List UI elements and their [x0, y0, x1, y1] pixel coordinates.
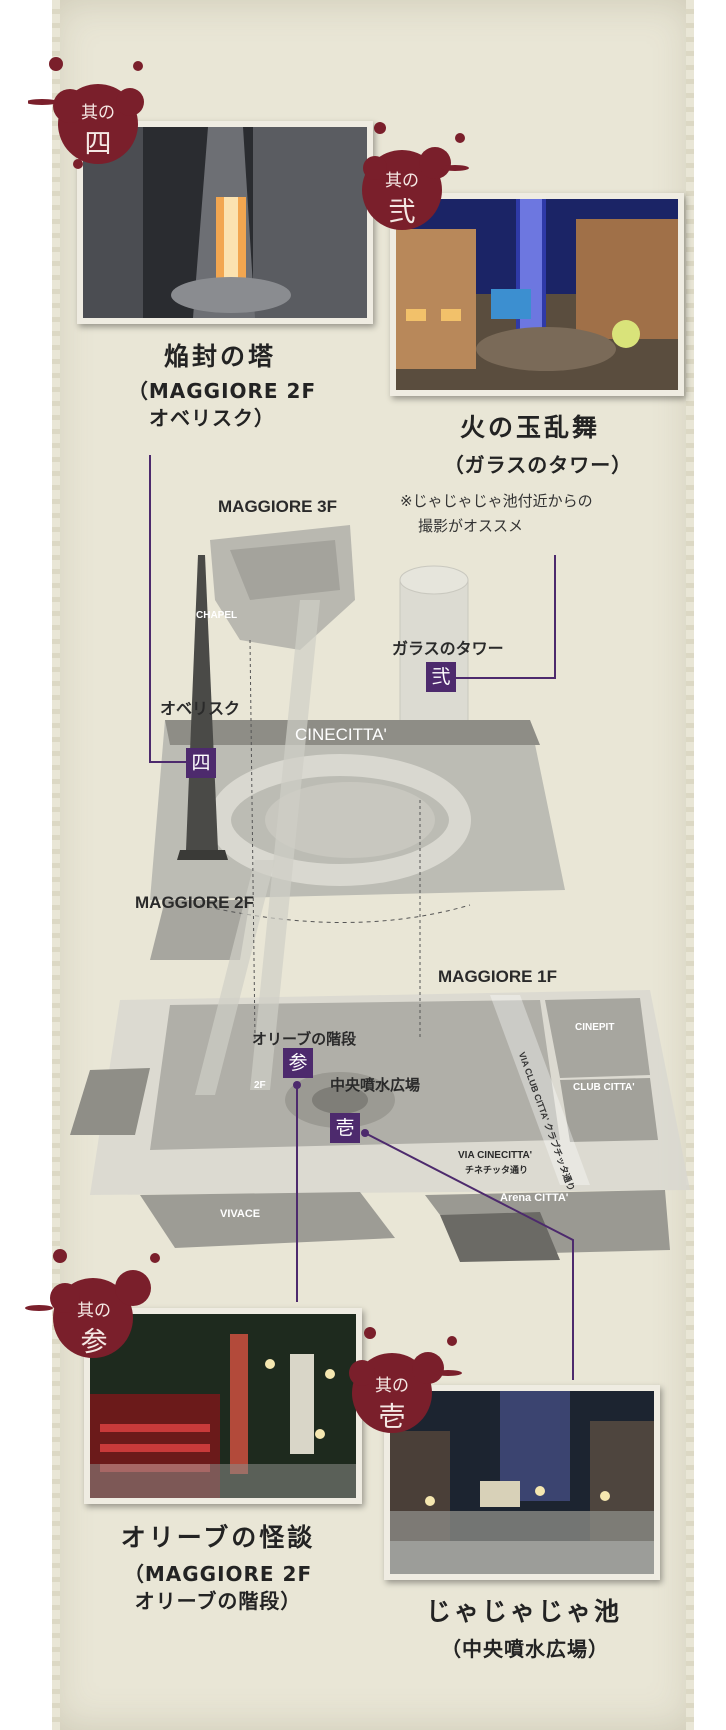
fountain-pond-image: [390, 1391, 654, 1574]
vertical-guide-1: [249, 639, 256, 1041]
2f-wing: [150, 900, 250, 960]
map-label-obelisk: オベリスク: [160, 701, 241, 718]
obelisk-flame-image: [83, 127, 367, 318]
title-two: 火の玉乱舞: [459, 413, 600, 442]
badge-one: 其の 壱: [352, 1355, 432, 1435]
leader-dot-one: [361, 1129, 369, 1137]
label-maggiore-1f: MAGGIORE 1F: [438, 967, 558, 986]
blood-splat-three: [25, 1249, 160, 1358]
sub-two-1: （ガラスのタワー）: [443, 453, 633, 477]
badge-four-num: 四: [84, 129, 112, 160]
title-three: オリーブの怪談: [120, 1523, 316, 1552]
olive-stairs-image: [90, 1314, 356, 1498]
badge-four-top: 其の: [81, 103, 115, 123]
sub-four-1: （MAGGIORE 2F: [127, 379, 317, 403]
label-arena-citta: Arena CITTA': [500, 1192, 569, 1204]
club-citta-block: [560, 1078, 658, 1142]
label-2f: 2F: [254, 1080, 266, 1091]
map-marker-two[interactable]: 弐: [426, 662, 456, 692]
badge-three-top: 其の: [77, 1301, 111, 1321]
photo-glass-tower[interactable]: [390, 193, 684, 396]
escalator-2: [195, 860, 275, 1095]
2f-outline: [199, 904, 471, 923]
cinepit-block: [545, 998, 650, 1078]
note-two-2: 撮影がオススメ: [418, 517, 524, 535]
sub-four-2: オベリスク）: [149, 406, 275, 430]
label-maggiore-2f: MAGGIORE 2F: [135, 893, 255, 912]
blood-splat-two: [362, 122, 469, 230]
photo-olive-stairs[interactable]: [84, 1308, 362, 1504]
title-four: 焔封の塔: [163, 342, 276, 371]
left-block: [70, 1068, 150, 1135]
note-two-1: ※じゃじゃじゃ池付近からの: [400, 492, 593, 510]
paper-edge-right: [686, 0, 694, 1730]
sub-three-1: （MAGGIORE 2F: [123, 1562, 313, 1586]
badge-three: 其の 参: [54, 1280, 134, 1360]
leader-dot-three: [293, 1081, 301, 1089]
badge-four: 其の 四: [58, 82, 138, 162]
label-via-cinecitta-jp: チネチッタ通り: [465, 1165, 529, 1175]
label-club-citta: CLUB CITTA': [573, 1082, 635, 1093]
map-marker-one[interactable]: 壱: [330, 1113, 360, 1143]
blood-splat-four: [28, 57, 144, 169]
sub-one-1: （中央噴水広場）: [441, 1637, 609, 1661]
glass-tower-image: [396, 199, 678, 390]
badge-two-top: 其の: [385, 171, 419, 191]
label-vivace: VIVACE: [220, 1208, 261, 1220]
2f-ring-walkway: [209, 754, 471, 886]
label-cinecitta: CINECITTA': [295, 725, 387, 744]
map-marker-four[interactable]: 四: [186, 748, 216, 778]
title-one: じゃじゃじゃ池: [425, 1597, 622, 1626]
leader-line-one: [364, 1132, 574, 1380]
label-cinepit: CINEPIT: [575, 1022, 615, 1033]
glass-tower-top: [399, 565, 469, 595]
photo-obelisk-flame[interactable]: [77, 121, 373, 324]
map-label-glass-tower: ガラスのタワー: [392, 641, 504, 658]
obelisk-base: [177, 850, 228, 860]
2f-atrium: [265, 782, 435, 858]
leader-line-four: [149, 455, 186, 763]
vivace-block: [140, 1192, 395, 1248]
leader-line-two: [456, 555, 556, 679]
badge-two: 其の 弐: [362, 150, 442, 230]
maggiore-3f-roof: [230, 540, 340, 600]
fountain: [312, 1086, 368, 1114]
sub-three-2: オリーブの階段）: [134, 1589, 302, 1613]
badge-one-top: 其の: [375, 1376, 409, 1396]
cinecitta-band: [165, 720, 540, 745]
paper-edge-left: [52, 0, 60, 1730]
map-label-olive-stairs: オリーブの階段: [252, 1031, 357, 1048]
map-label-fountain-plaza: 中央噴水広場: [330, 1077, 421, 1094]
photo-fountain-pond[interactable]: [384, 1385, 660, 1580]
blood-splat-one: [349, 1327, 462, 1433]
arena-dark: [440, 1212, 560, 1262]
badge-two-num: 弐: [388, 197, 416, 228]
badge-three-num: 参: [80, 1327, 108, 1358]
badge-one-num: 壱: [378, 1402, 406, 1433]
map-marker-three[interactable]: 参: [283, 1048, 313, 1078]
label-chapel: CHAPEL: [196, 610, 238, 621]
label-maggiore-3f: MAGGIORE 3F: [218, 497, 338, 516]
via-club-citta-road: [490, 995, 590, 1185]
label-via-cinecitta: VIA CINECITTA': [458, 1150, 533, 1161]
escalator-1: [250, 600, 320, 1090]
